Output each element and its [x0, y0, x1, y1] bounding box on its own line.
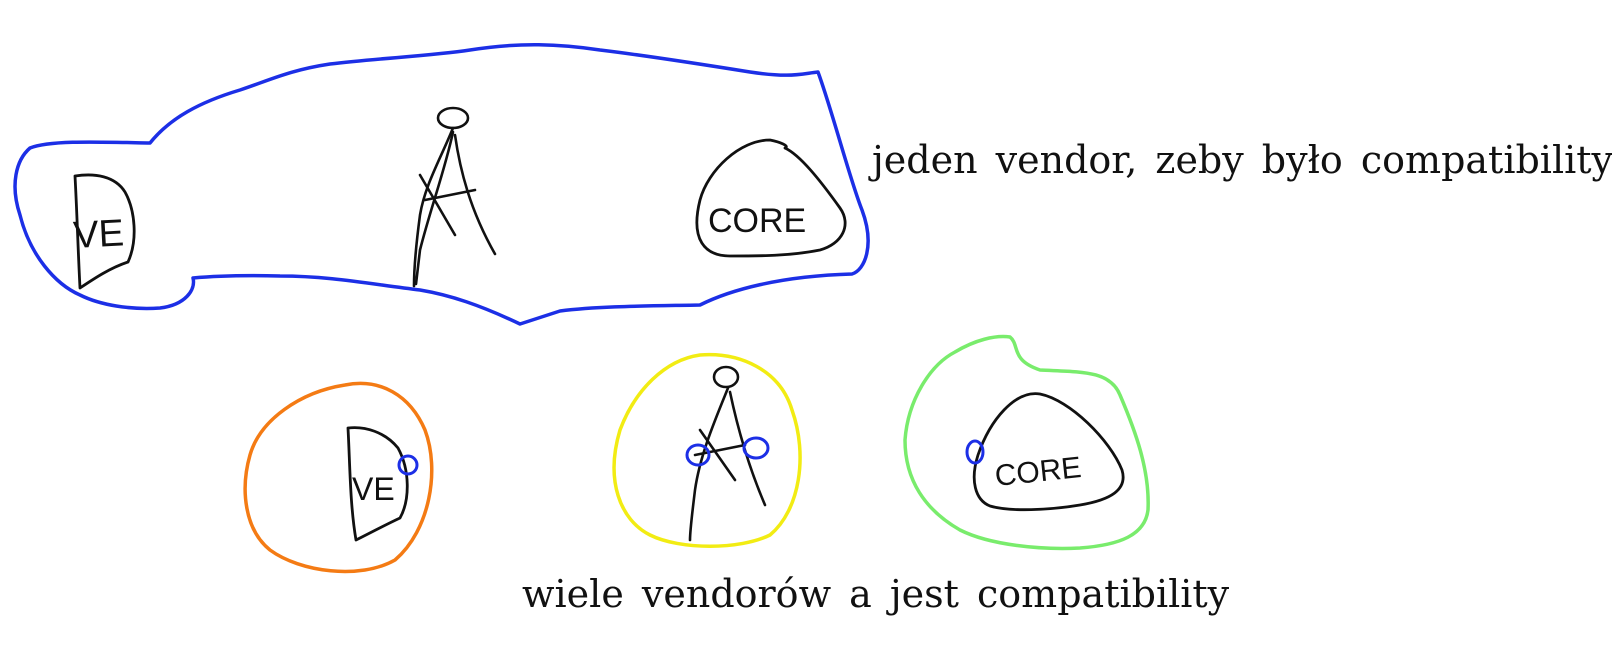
person-arm-bottom	[698, 428, 737, 482]
vendor-core-bubble: CORE	[903, 334, 1150, 551]
person-vendor-circle	[612, 352, 802, 548]
person-head	[436, 106, 470, 130]
person-arm	[418, 173, 457, 237]
ve-vendor-circle	[243, 381, 434, 574]
person-body-2	[414, 130, 455, 286]
single-vendor-group: VE CORE	[13, 43, 870, 326]
multi-vendor-group: VE CORE	[243, 334, 1150, 574]
multi-vendor-caption: wiele vendorów a jest compatibility	[522, 572, 1230, 616]
person-connector-left	[685, 443, 711, 467]
person-figure-bottom	[688, 365, 767, 542]
vendor-ve-bubble: VE	[243, 381, 434, 574]
person-leg-bottom	[728, 390, 767, 507]
core-component: CORE	[695, 138, 847, 258]
person-cross	[423, 188, 477, 202]
ve-connector-port	[397, 454, 419, 476]
core-label-top: CORE	[708, 202, 806, 240]
core-shape	[695, 138, 847, 258]
ve-label-bottom: VE	[352, 471, 395, 507]
person-figure-top	[412, 106, 497, 288]
single-vendor-caption: jeden vendor, zeby było compatibility	[872, 138, 1612, 182]
person-body	[412, 126, 455, 288]
core-vendor-circle	[903, 334, 1150, 551]
vendor-person-bubble	[612, 352, 802, 548]
core-label-bottom: CORE	[993, 451, 1083, 493]
core-connector-port	[965, 439, 985, 465]
ve-shape-bottom	[346, 426, 409, 542]
person-leg	[453, 133, 497, 256]
person-body-bottom	[688, 386, 730, 542]
person-connector-right	[742, 436, 770, 460]
core-shape-bottom	[972, 392, 1125, 512]
single-vendor-outline	[13, 43, 870, 326]
person-head-bottom	[712, 365, 740, 389]
person-cross-bottom	[693, 443, 747, 457]
ve-label-top: VE	[72, 212, 125, 257]
ve-shape	[73, 173, 136, 290]
ve-component: VE	[72, 173, 136, 290]
